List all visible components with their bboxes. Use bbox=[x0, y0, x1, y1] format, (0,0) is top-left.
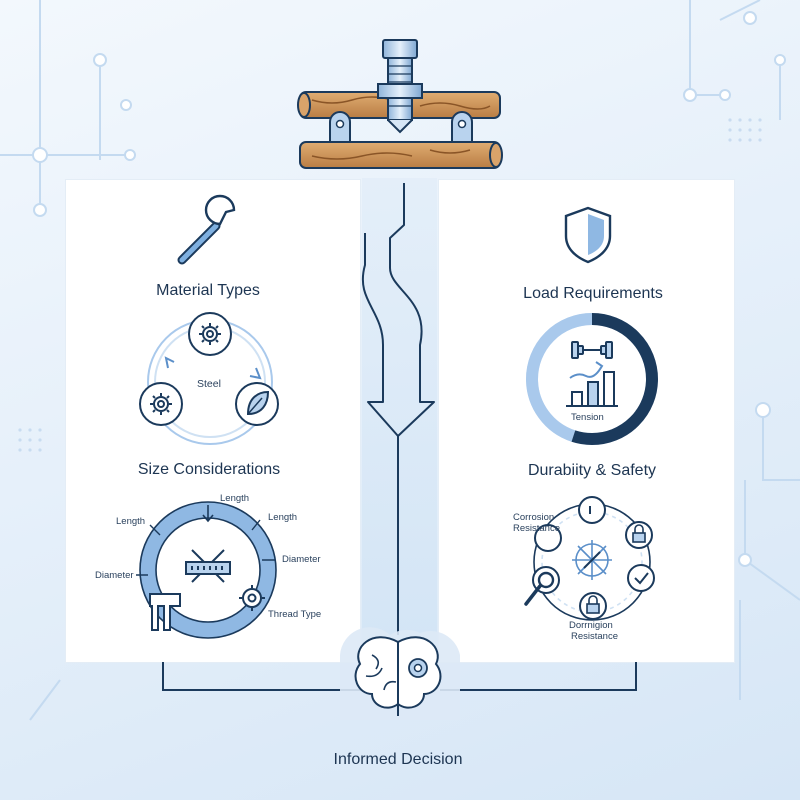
wrench-icon bbox=[177, 194, 236, 265]
gear-icon bbox=[150, 393, 172, 415]
load-requirements-heading: Load Requirements bbox=[523, 285, 663, 302]
lock-icon bbox=[632, 524, 646, 543]
steel-label: Steel bbox=[197, 378, 221, 390]
tension-label: Tension bbox=[571, 412, 604, 423]
bolt-icon bbox=[377, 39, 423, 134]
wood-plank-icon bbox=[297, 91, 503, 169]
gear-icon bbox=[239, 585, 265, 611]
leaf-icon bbox=[246, 390, 270, 416]
magnifier-icon bbox=[524, 571, 555, 606]
size-considerations-heading: Size Considerations bbox=[137, 461, 281, 478]
shield-icon bbox=[564, 206, 612, 264]
length-label-left: Length bbox=[116, 516, 146, 527]
flow-arrow bbox=[361, 183, 435, 635]
compass-icon bbox=[572, 540, 612, 580]
brain-icon bbox=[340, 627, 460, 720]
bottom-label-line2: Resistance bbox=[571, 631, 618, 642]
thread-type-label: Thread Type bbox=[268, 609, 322, 620]
durability-safety-heading: Durabiity & Safety bbox=[527, 462, 657, 479]
material-types-heading: Material Types bbox=[156, 282, 260, 299]
gear-icon bbox=[199, 323, 221, 345]
measure-icon bbox=[149, 593, 181, 631]
corrosion-label-line1: Corrosion bbox=[513, 512, 555, 523]
length-label-top: Length bbox=[220, 493, 250, 504]
bottom-label-line1: Dorrnigion bbox=[569, 620, 613, 631]
informed-decision-label: Informed Decision bbox=[333, 751, 463, 768]
bar-chart-icon bbox=[566, 361, 618, 407]
length-label-right: Length bbox=[268, 512, 298, 523]
caliper-icon bbox=[185, 549, 231, 583]
lock-icon bbox=[586, 595, 600, 614]
check-icon bbox=[634, 572, 649, 585]
dumbbell-icon bbox=[571, 341, 613, 359]
corrosion-label-line2: Resistance bbox=[513, 523, 560, 534]
diameter-label-right: Diameter bbox=[282, 554, 321, 565]
diameter-label-left: Diameter bbox=[95, 570, 134, 581]
